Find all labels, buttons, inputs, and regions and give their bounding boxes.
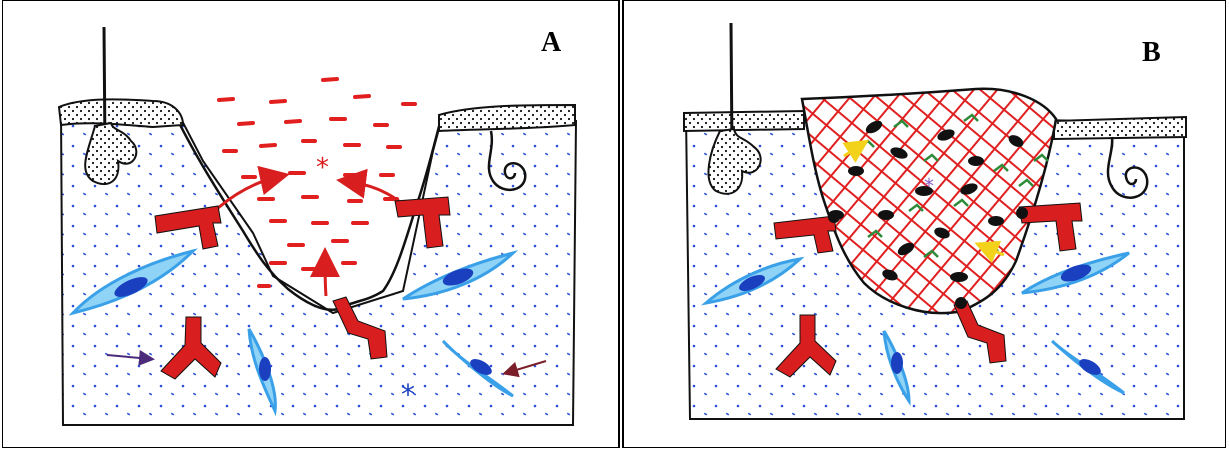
epidermis-right xyxy=(439,105,575,131)
asterisk-blue: * xyxy=(401,378,415,411)
panel-a: * xyxy=(2,0,619,448)
epidermis-left xyxy=(684,111,804,131)
vessel-right-cap xyxy=(1016,207,1028,219)
arrow-bottom-vessel xyxy=(325,256,326,296)
panel-b-diagram: * xyxy=(624,1,1227,449)
asterisk-red: * xyxy=(316,153,329,183)
epidermis-right xyxy=(1054,117,1186,139)
vessel-bottom-cap xyxy=(955,297,967,309)
panel-b-label: B xyxy=(1142,37,1161,69)
panel-a-label: A xyxy=(541,27,561,59)
panel-a-diagram: * xyxy=(3,1,620,449)
vessel-left-cap xyxy=(828,211,840,223)
panel-b: * xyxy=(623,0,1226,448)
epidermis-left xyxy=(59,99,183,127)
asterisk-purple: * xyxy=(924,174,934,198)
